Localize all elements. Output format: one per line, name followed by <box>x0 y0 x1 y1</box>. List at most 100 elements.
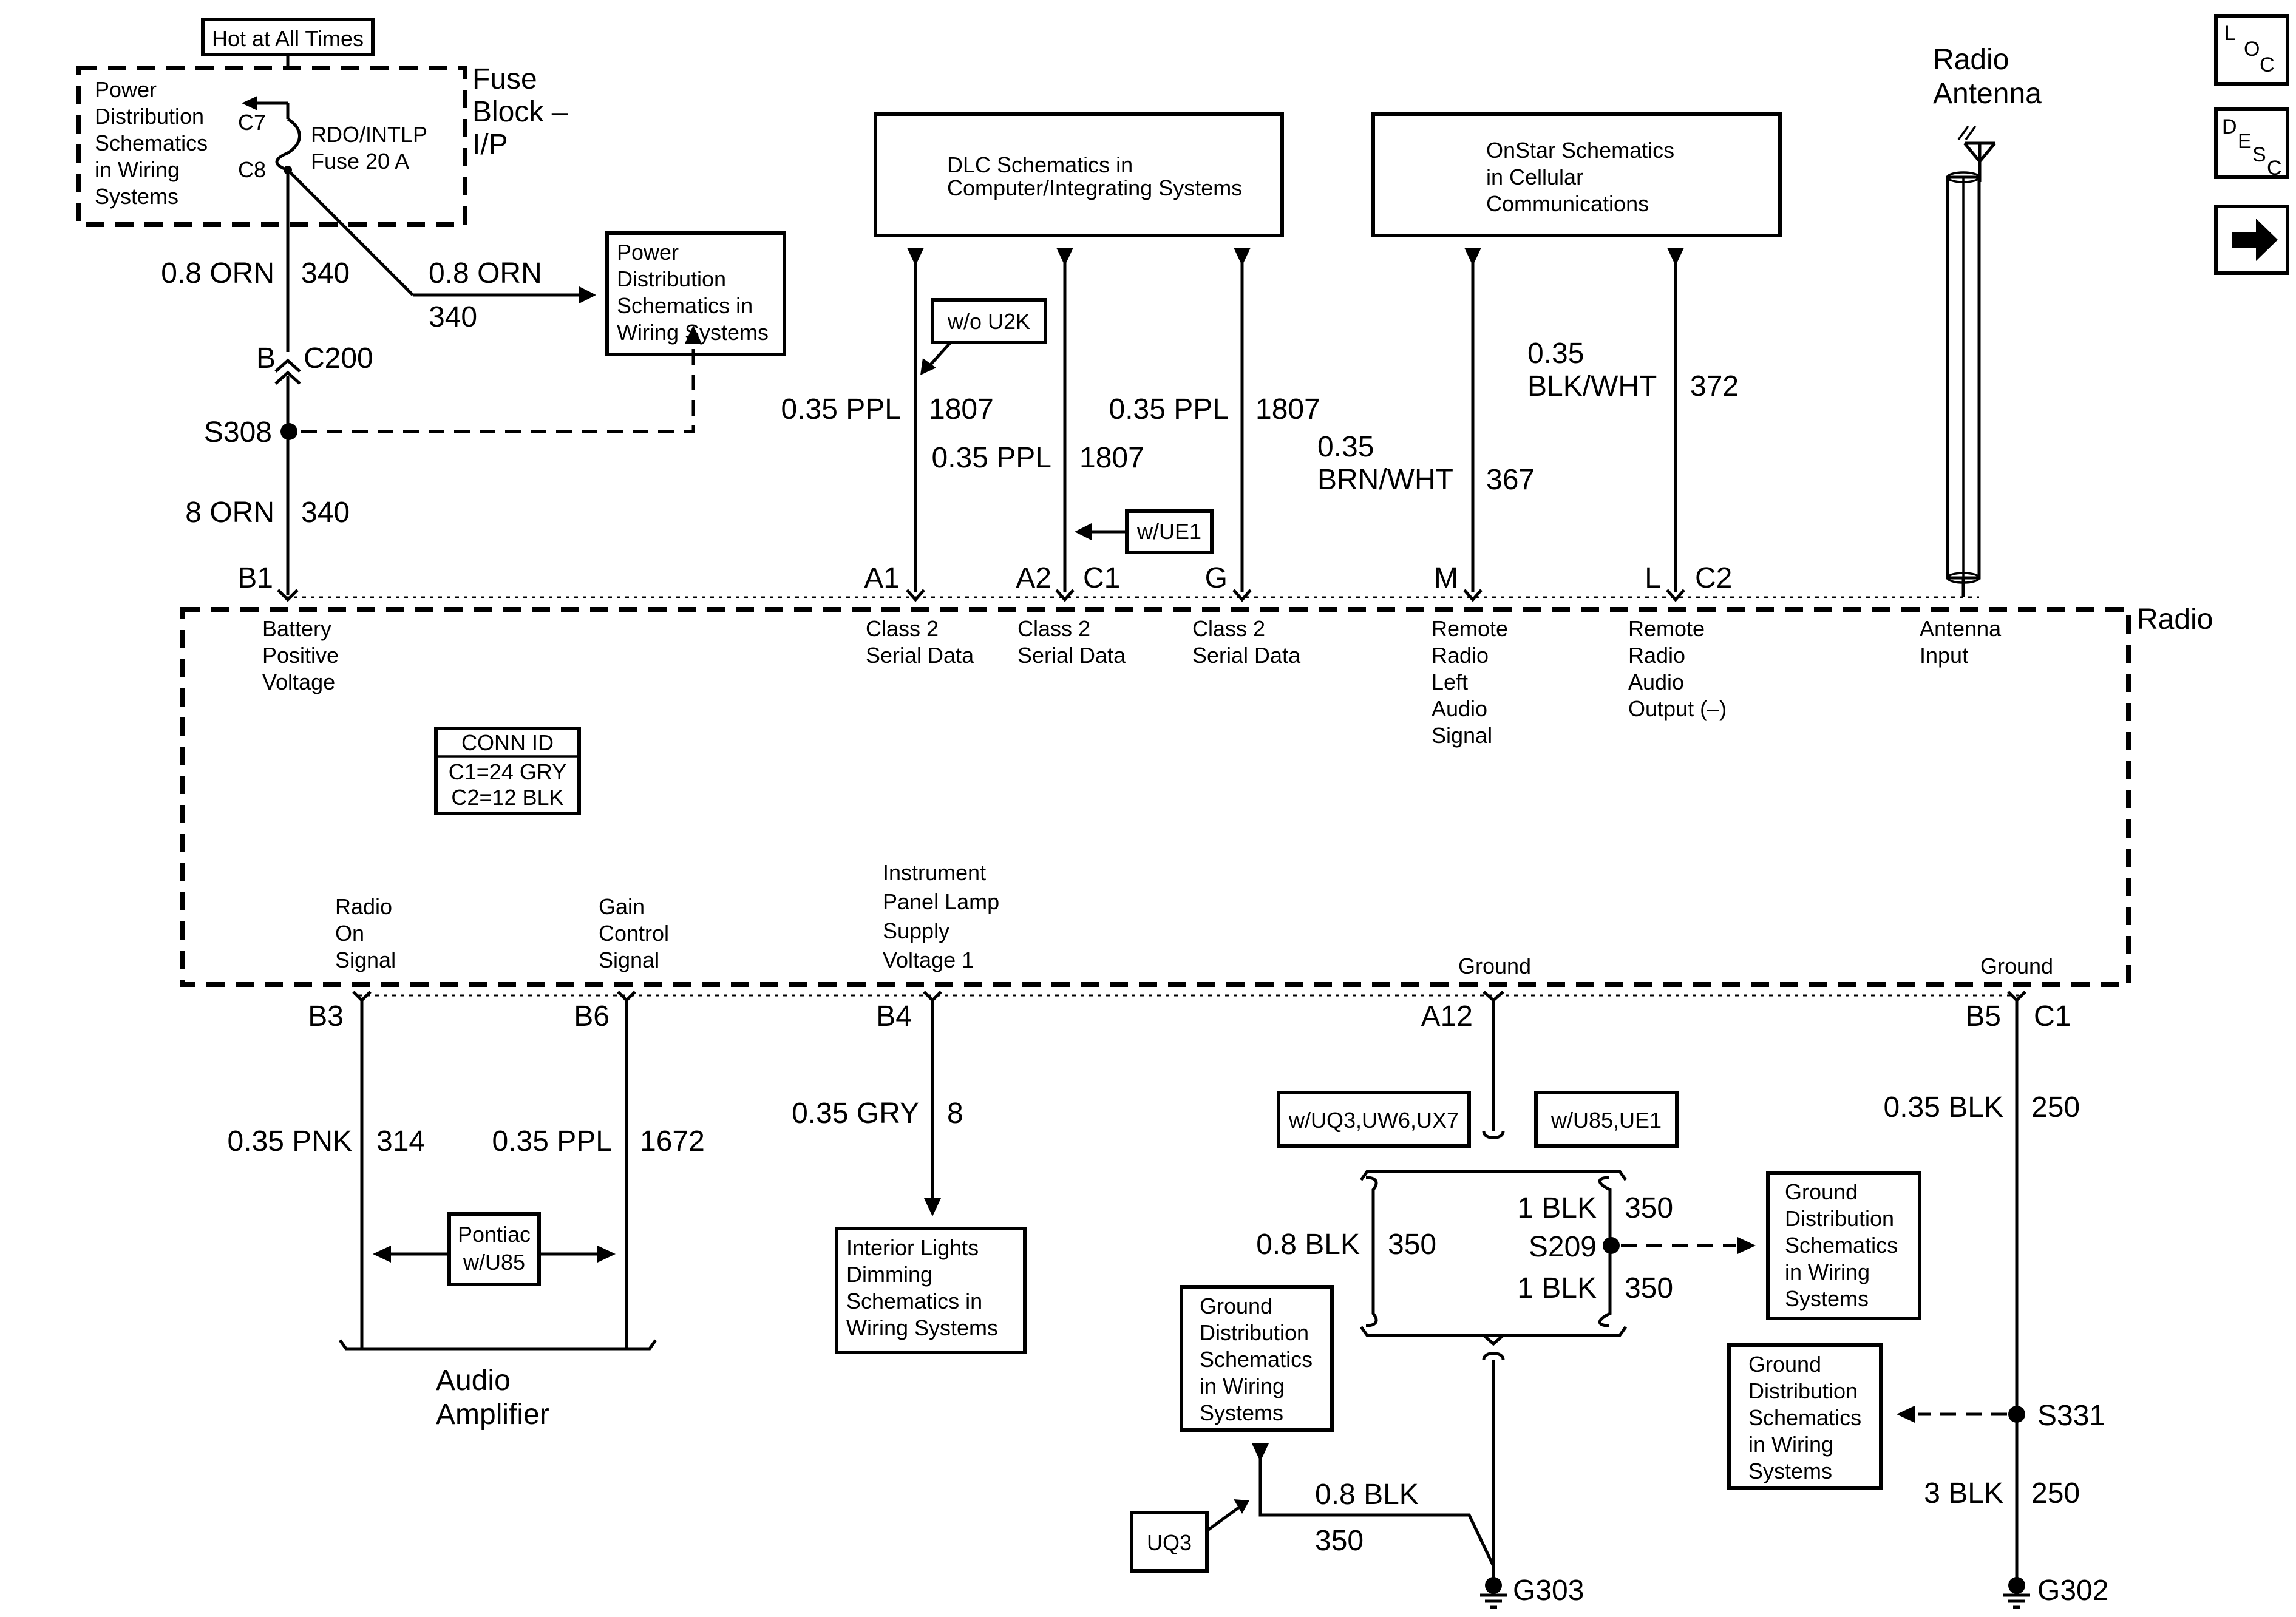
splice-s209-dot <box>1603 1237 1620 1254</box>
power-dist-box-3: Schematics in <box>617 293 753 318</box>
pin-m: M <box>1434 562 1458 594</box>
wire-350b-size: 1 BLK <box>1517 1192 1597 1224</box>
interior-1: Interior Lights <box>846 1235 979 1260</box>
arrow-down-icon <box>1252 1443 1269 1462</box>
nav-icons: L O C D E S C <box>2214 14 2289 275</box>
wire-350c-size: 1 BLK <box>1517 1272 1597 1304</box>
pin-remote-left-4: Audio <box>1432 696 1487 721</box>
pin-b6: B6 <box>574 1000 610 1032</box>
ground-g302-label: G302 <box>2037 1575 2108 1607</box>
ground-dist-1-4: in Wiring <box>1785 1259 1870 1284</box>
wire-s331-size: 3 BLK <box>1924 1477 2003 1510</box>
wire-a2-size: 0.35 PPL <box>932 442 1051 474</box>
fuse-icon <box>275 117 301 172</box>
conn-id-title: CONN ID <box>461 730 554 755</box>
svg-text:L: L <box>2224 22 2236 45</box>
hot-at-all-times-label: Hot at All Times <box>212 26 364 51</box>
option-w-ue1-box <box>1125 509 1214 554</box>
wire-b5-size: 0.35 BLK <box>1884 1091 2003 1124</box>
wire-g-size: 0.35 PPL <box>1109 393 1229 425</box>
pin-remote-out-3: Audio <box>1628 670 1684 694</box>
next-arrow-icon[interactable] <box>2214 205 2289 275</box>
wire-350a-num: 350 <box>1388 1229 1436 1261</box>
wire-g-num: 1807 <box>1255 393 1320 425</box>
pin-battery-1: Battery <box>262 616 331 641</box>
branch-wire-size: 0.8 ORN <box>429 257 542 290</box>
pin-radio-on-1: Radio <box>335 894 392 919</box>
conn-c2: C2 <box>1695 562 1732 594</box>
splice-s209: S209 <box>1529 1231 1597 1263</box>
pin-ip-lamp-4: Voltage 1 <box>883 947 974 972</box>
desc-icon[interactable]: D E S C <box>2214 107 2289 180</box>
ground-dist-1-5: Systems <box>1785 1286 1869 1311</box>
pin-class2-a2-1: Class 2 <box>1017 616 1090 641</box>
pin-antenna-2: Input <box>1920 643 1968 668</box>
pontiac-1: Pontiac <box>458 1222 531 1247</box>
arrow-down-icon <box>1667 248 1684 266</box>
ground-dist-ref-box-2 <box>1180 1285 1334 1432</box>
wire-uq3-num: 350 <box>1315 1525 1364 1557</box>
fuse-block-title-2: Block – <box>472 96 568 128</box>
battery-wire2-num: 340 <box>301 497 350 529</box>
ground-dist-ref-box-1 <box>1766 1171 1921 1320</box>
arrow-icon <box>920 358 936 375</box>
audio-amp-2: Amplifier <box>436 1398 549 1431</box>
fuse-power-dist-3: Schematics <box>95 131 208 155</box>
arrow-up-icon <box>685 325 702 344</box>
pin-class2-a1-2: Serial Data <box>866 643 974 668</box>
pin-remote-left-5: Signal <box>1432 723 1492 748</box>
pin-radio-on-2: On <box>335 921 364 946</box>
wire-350a-size: 0.8 BLK <box>1256 1229 1360 1261</box>
fuse-name-2: Fuse 20 A <box>311 149 409 174</box>
ground-dist-1-3: Schematics <box>1785 1233 1898 1258</box>
wire-m-num: 367 <box>1486 464 1535 496</box>
fuse-block: Hot at All Times Fuse Block – I/P Power … <box>76 18 568 227</box>
arrow-right-icon <box>1897 1406 1915 1423</box>
arrow-left-icon <box>1075 523 1092 540</box>
antenna-section: Radio Antenna <box>1933 44 2042 597</box>
wire-b3-num: 314 <box>376 1125 425 1158</box>
ground-dist-1-1: Ground <box>1785 1179 1858 1204</box>
c8-label: C8 <box>238 157 266 182</box>
svg-text:O: O <box>2244 38 2260 61</box>
pin-gain-1: Gain <box>599 894 645 919</box>
pin-gain-3: Signal <box>599 947 659 972</box>
audio-amp-bracket <box>338 1339 657 1351</box>
dlc-section: DLC Schematics in Computer/Integrating S… <box>781 112 1320 594</box>
option-w-ue1: w/UE1 <box>1136 519 1201 544</box>
ground-dist-2-1: Ground <box>1200 1293 1272 1318</box>
ground-dist-3-1: Ground <box>1748 1352 1821 1377</box>
onstar-box-2: in Cellular <box>1486 164 1583 189</box>
fuse-power-dist-2: Distribution <box>95 104 204 129</box>
wire-350c-num: 350 <box>1625 1272 1673 1304</box>
option-wo-u2k-box <box>931 298 1047 344</box>
fuse-block-title-3: I/P <box>472 129 508 161</box>
arrow-right-icon <box>597 1246 616 1263</box>
radio-module: Radio Battery Positive Voltage Class 2 S… <box>180 589 2213 1003</box>
pin-b3: B3 <box>308 1000 344 1032</box>
loc-icon[interactable]: L O C <box>2214 14 2289 86</box>
pin-l: L <box>1645 562 1661 594</box>
pontiac-box <box>447 1212 541 1286</box>
pin-class2-a1-1: Class 2 <box>866 616 939 641</box>
connector-c200-icon <box>274 358 301 385</box>
arrow-left-icon <box>1737 1237 1756 1254</box>
conn-c200-label: C200 <box>304 342 373 375</box>
interior-3: Schematics in <box>846 1289 982 1314</box>
battery-circuit: 0.8 ORN 340 0.8 ORN 340 Power Distributi… <box>161 169 786 595</box>
pin-remote-out-2: Radio <box>1628 643 1685 668</box>
dlc-ref-box <box>874 112 1284 237</box>
fuse-block-outline <box>76 66 467 227</box>
pin-a1: A1 <box>864 562 900 594</box>
fuse-power-dist-1: Power <box>95 77 157 102</box>
ground-g303-icon <box>1480 1577 1507 1609</box>
pin-a2: A2 <box>1016 562 1051 594</box>
option-uq3: w/UQ3,UW6,UX7 <box>1288 1108 1459 1133</box>
wire-a1-size: 0.35 PPL <box>781 393 901 425</box>
pin-g: G <box>1205 562 1228 594</box>
splice-s308-label: S308 <box>204 416 272 449</box>
pin-b1: B1 <box>237 562 273 594</box>
uq3-label: UQ3 <box>1147 1530 1192 1555</box>
interior-lights-ref-box <box>835 1227 1027 1354</box>
arrow-right-icon <box>579 286 596 303</box>
